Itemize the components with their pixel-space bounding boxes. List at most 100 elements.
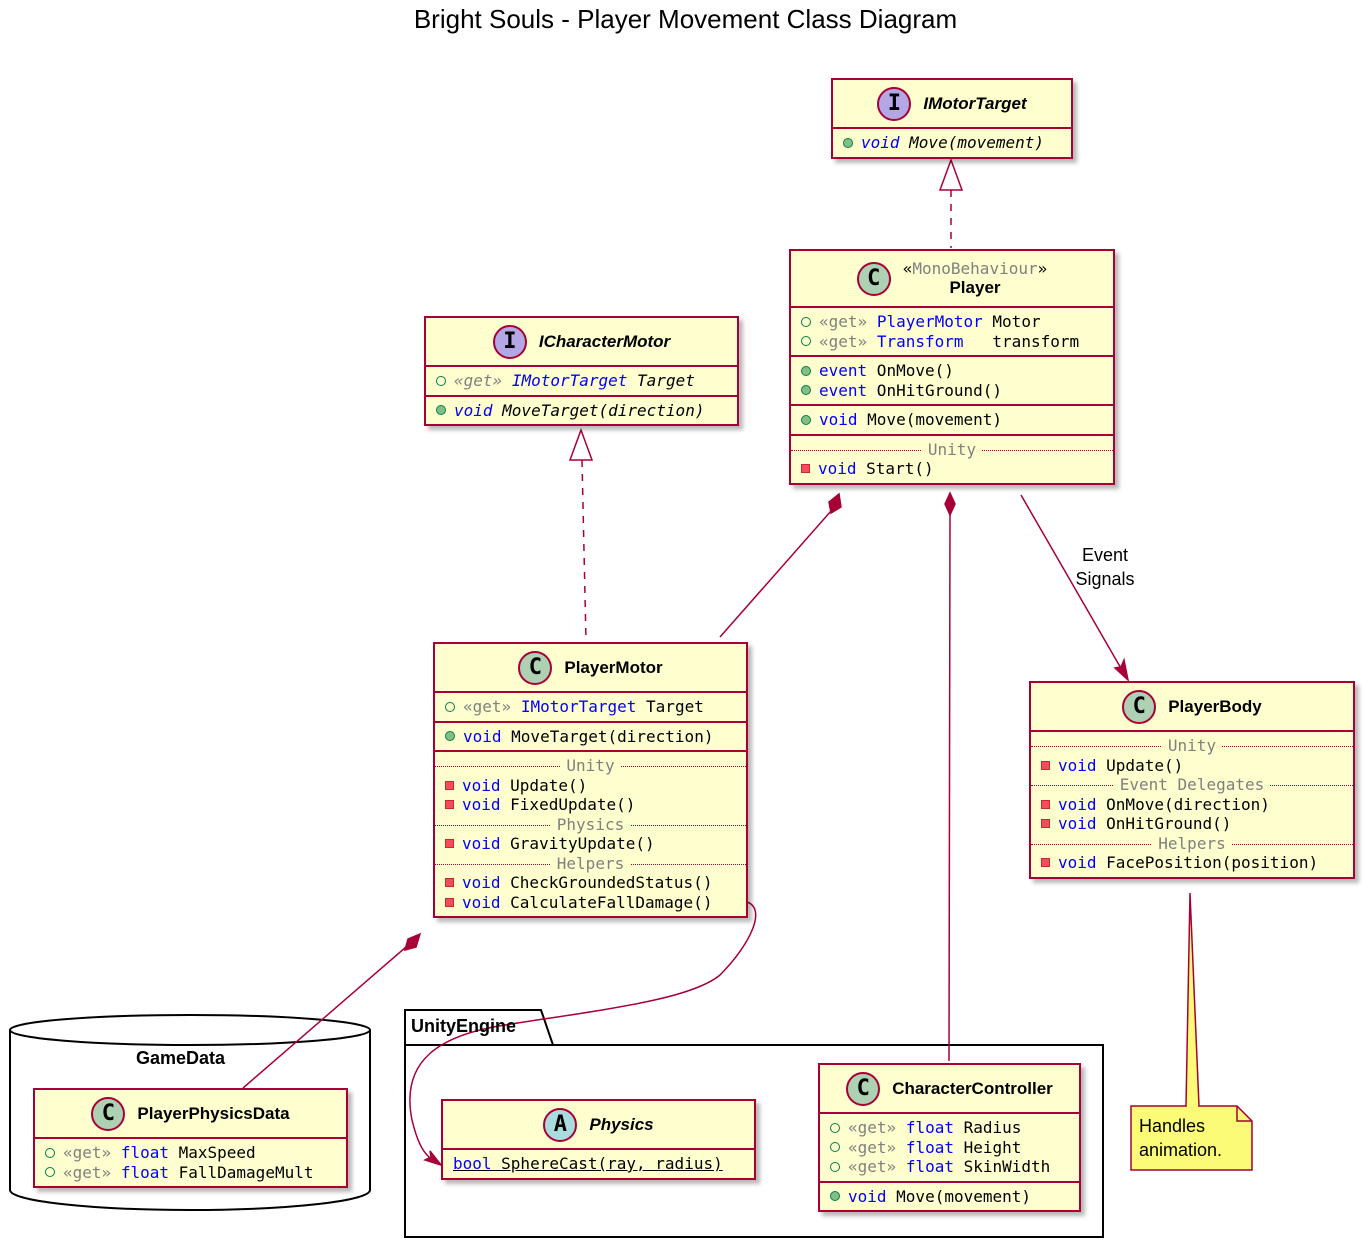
class-charactercontroller[interactable]: C CharacterController «get» float Radius… — [818, 1063, 1081, 1212]
member-type: void — [462, 873, 501, 892]
member-type: void — [1058, 853, 1097, 872]
class-icharactermotor[interactable]: I ICharacterMotor «get» IMotorTarget Tar… — [424, 316, 739, 426]
class-playermotor[interactable]: C PlayerMotor «get» IMotorTarget Target … — [433, 642, 748, 918]
class-header: I ICharacterMotor — [426, 318, 737, 367]
member-signature: MaxSpeed — [168, 1143, 256, 1162]
note-shape — [1130, 892, 1253, 1171]
stereotype-close: » — [1037, 259, 1048, 278]
member-signature: GravityUpdate() — [500, 834, 655, 853]
member-type: void — [462, 775, 501, 795]
public-icon — [801, 414, 811, 425]
realization-playermotor-icharactermotor — [568, 427, 594, 642]
private-icon — [445, 839, 454, 849]
class-private-methods: Unity void Update() Event Delegates void… — [1031, 732, 1353, 877]
class-physics[interactable]: A Physics bool SphereCast(ray, radius) — [441, 1099, 756, 1180]
class-header: I IMotorTarget — [833, 80, 1071, 129]
member-signature: Target — [627, 371, 695, 390]
member-row: void Move(movement) — [820, 1187, 1079, 1207]
member-signature: FixedUpdate() — [500, 795, 636, 814]
class-imotortarget[interactable]: I IMotorTarget void Move(movement) — [831, 78, 1073, 159]
diagram-title: Bright Souls - Player Movement Class Dia… — [413, 4, 958, 34]
member-type: void — [1058, 755, 1097, 775]
member-signature: CalculateFallDamage() — [500, 892, 713, 912]
dependency-playermotor-physics — [409, 900, 757, 1167]
class-playerbody[interactable]: C PlayerBody Unity void Update() Event D… — [1029, 681, 1355, 879]
member-signature: OnHitGround() — [1096, 814, 1232, 833]
edge-label-line2: Signals — [1075, 569, 1135, 589]
member-row: «get» float SkinWidth — [820, 1157, 1079, 1177]
member-row: void OnMove(direction) — [1031, 795, 1353, 815]
class-name: PlayerMotor — [564, 657, 663, 677]
member-signature: CheckGroundedStatus() — [500, 873, 713, 892]
member-row: void GravityUpdate() — [435, 834, 746, 854]
section-divider: Helpers — [435, 853, 746, 874]
member-signature: OnMove(direction) — [1096, 794, 1270, 814]
public-property-icon — [45, 1167, 55, 1178]
member-signature: OnMove() — [867, 361, 954, 380]
member-row: event OnMove() — [791, 361, 1113, 381]
member-row: void FacePosition(position) — [1031, 853, 1353, 873]
member-type: float — [120, 1143, 169, 1162]
member-type: void — [1058, 814, 1097, 833]
member-row: void MoveTarget(direction) — [426, 401, 737, 421]
package-label-unityengine: UnityEngine — [411, 1016, 517, 1036]
public-icon — [843, 137, 853, 148]
package-label-gamedata: GameData — [136, 1048, 226, 1068]
member-row: «get» PlayerMotor Motor — [791, 312, 1113, 332]
member-signature: Move(movement) — [857, 410, 1003, 429]
class-unity-methods: Unity void Start() — [791, 436, 1113, 483]
member-type: void — [819, 410, 858, 429]
getter-tag: «get» — [819, 312, 868, 331]
public-property-icon — [445, 701, 455, 712]
member-row: void CalculateFallDamage() — [435, 893, 746, 913]
member-type: IMotorTarget — [520, 697, 637, 716]
member-signature: Radius — [953, 1118, 1022, 1137]
member-type: float — [905, 1157, 954, 1176]
class-methods: void Move(movement) — [820, 1183, 1079, 1211]
divider-label: Helpers — [550, 853, 631, 873]
member-signature: MoveTarget(direction) — [501, 726, 714, 746]
divider-label: Unity — [921, 439, 983, 459]
member-signature: Update() — [500, 775, 588, 795]
member-row: void Start() — [791, 459, 1113, 479]
member-row: void CheckGroundedStatus() — [435, 873, 746, 893]
member-row: «get» IMotorTarget Target — [426, 371, 737, 391]
section-divider: Unity — [791, 439, 1113, 460]
member-row: bool SphereCast(ray, radius) — [443, 1154, 754, 1174]
member-signature: Move(movement) — [886, 1186, 1032, 1206]
private-icon — [445, 800, 454, 810]
class-name: CharacterController — [892, 1078, 1053, 1098]
class-name: ICharacterMotor — [538, 331, 671, 351]
member-type: void — [463, 726, 502, 746]
member-row: «get» IMotorTarget Target — [435, 697, 746, 717]
getter-tag: «get» — [463, 697, 512, 716]
member-type: void — [818, 459, 857, 478]
getter-tag: «get» — [63, 1143, 112, 1162]
public-icon — [436, 405, 446, 416]
member-signature: Move(movement) — [899, 133, 1045, 152]
member-row: void Move(movement) — [791, 410, 1113, 430]
member-row: «get» float Radius — [820, 1118, 1079, 1138]
getter-tag: «get» — [848, 1137, 897, 1157]
interface-icon: I — [877, 86, 912, 121]
public-property-icon — [801, 316, 811, 327]
class-methods: void MoveTarget(direction) — [426, 397, 737, 425]
class-fields: «get» float Radius «get» float Height «g… — [820, 1114, 1079, 1183]
stereotype-open: « — [902, 259, 913, 278]
divider-label: Unity — [1161, 736, 1223, 755]
private-icon — [445, 878, 454, 888]
section-divider: Helpers — [1031, 833, 1353, 854]
public-icon — [445, 731, 455, 742]
private-icon — [445, 897, 454, 907]
member-type: void — [462, 834, 501, 853]
divider-label: Physics — [550, 814, 631, 834]
class-fields: «get» IMotorTarget Target — [435, 693, 746, 723]
class-player[interactable]: C «MonoBehaviour» Player «get» PlayerMot… — [789, 249, 1115, 485]
member-type: void — [454, 400, 493, 420]
getter-tag: «get» — [819, 331, 868, 351]
class-playerphysicsdata[interactable]: C PlayerPhysicsData «get» float MaxSpeed… — [33, 1088, 348, 1188]
member-row: void MoveTarget(direction) — [435, 727, 746, 747]
public-icon — [830, 1191, 840, 1202]
public-property-icon — [436, 375, 446, 386]
member-type: IMotorTarget — [511, 371, 628, 390]
